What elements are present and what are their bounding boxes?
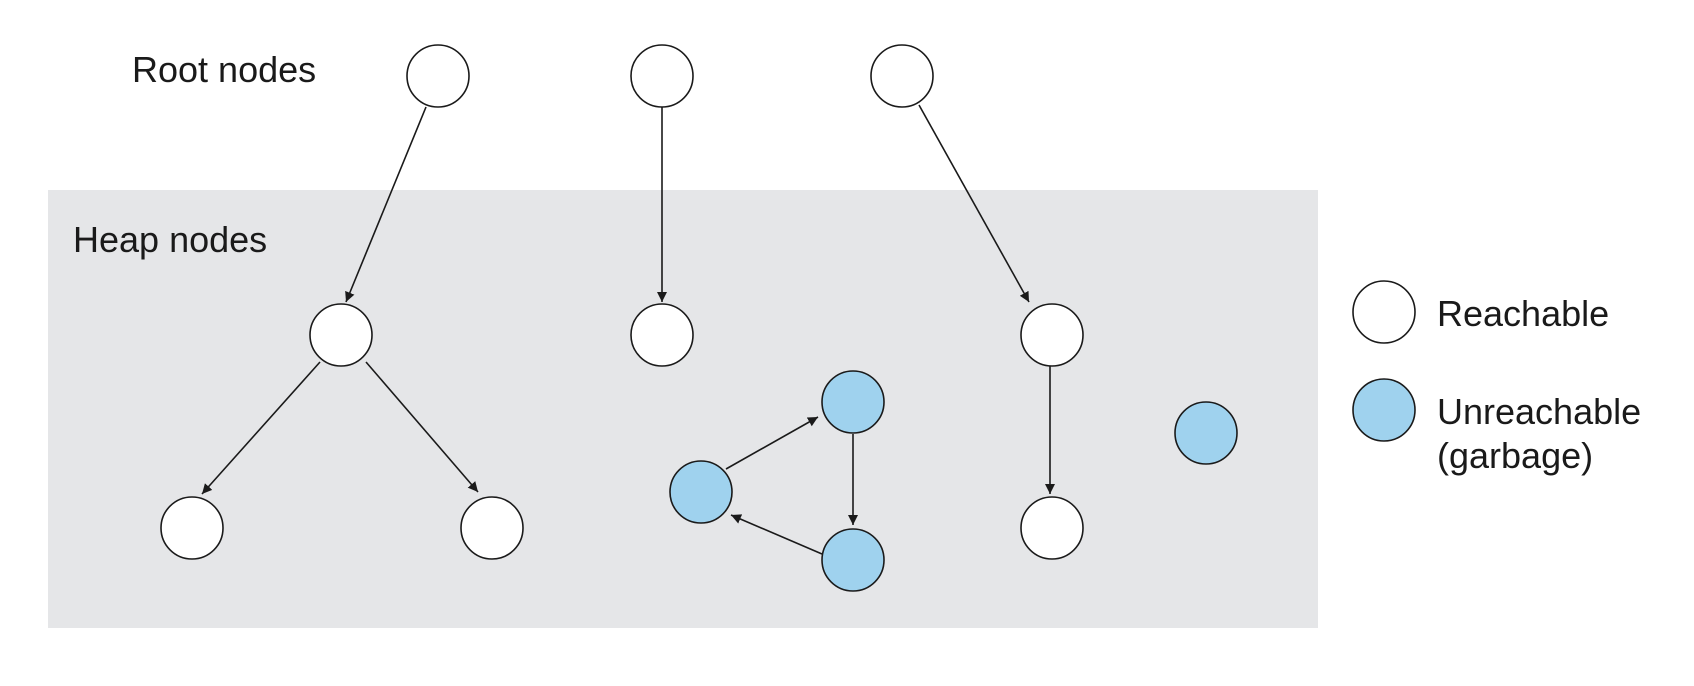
legend-reachable-swatch (1352, 280, 1416, 344)
edge-cycle-left-top (725, 416, 819, 470)
edge-heapa-right (365, 361, 479, 493)
garbage-node-cycle-left (669, 460, 733, 524)
heap-node-b (630, 303, 694, 367)
edges (201, 104, 1055, 555)
legend-unreachable-label: Unreachable (1437, 391, 1641, 432)
heap-node-a-left (160, 496, 224, 560)
legend-reachable-label: Reachable (1437, 293, 1609, 334)
heap-nodes-label: Heap nodes (73, 219, 267, 260)
heap-node-c (1020, 303, 1084, 367)
heap-node-a-right (460, 496, 524, 560)
root-node-2 (630, 44, 694, 108)
edge-root1-heapa (345, 106, 427, 303)
root-node-3 (870, 44, 934, 108)
edge-heapa-left (201, 361, 321, 495)
legend: Reachable Unreachable (garbage) (1352, 280, 1641, 476)
legend-unreachable-swatch (1352, 378, 1416, 442)
garbage-node-cycle-top (821, 370, 885, 434)
heap-node-a (309, 303, 373, 367)
root-nodes-label: Root nodes (132, 49, 316, 90)
heap-region (48, 190, 1318, 628)
legend-unreachable-sublabel: (garbage) (1437, 435, 1593, 476)
garbage-node-isolated (1174, 401, 1238, 465)
garbage-node-cycle-bottom (821, 528, 885, 592)
heap-node-c-child (1020, 496, 1084, 560)
nodes (160, 44, 1238, 592)
edge-cycle-bottom-left (730, 514, 823, 555)
root-node-1 (406, 44, 470, 108)
edge-root3-heapc (918, 104, 1030, 303)
